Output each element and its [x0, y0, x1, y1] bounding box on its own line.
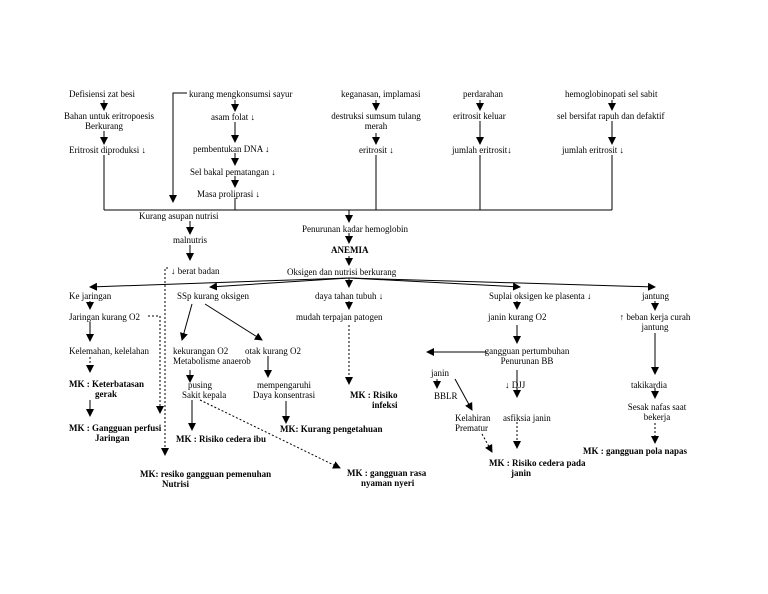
- node-suplai-oksigen-plasenta: Suplai oksigen ke plasenta ↓: [489, 291, 592, 301]
- node-penurunan-bb: Penurunan BB: [500, 356, 554, 366]
- node-bahan-line2: Berkurang: [85, 121, 123, 131]
- node-perdarahan: perdarahan: [463, 89, 503, 99]
- node-mempengaruhi: mempengaruhi: [257, 380, 311, 390]
- node-destruksi-sumsum: destruksi sumsum tulang merah: [326, 111, 426, 131]
- node-pusing: pusing: [188, 380, 213, 390]
- node-gangguan-line1: gangguan pertumbuhan: [484, 346, 570, 356]
- node-sesak-line1: Sesak nafas saat: [627, 402, 687, 412]
- node-beban-line1: ↑ beban kerja curah: [619, 312, 691, 322]
- node-kekurangan-line1: kekurangan O2: [173, 346, 229, 356]
- node-sesak-line2: bekerja: [643, 412, 671, 422]
- node-destruksi-line1: destruksi sumsum tulang: [331, 111, 421, 121]
- node-keganasan: keganasan, implamasi: [341, 89, 421, 99]
- node-asfiksia-janin: asfiksia janin: [503, 413, 551, 423]
- node-sel-bakal-pematangan: Sel bakal pematangan ↓: [190, 167, 276, 177]
- mk-risiko-cedera-janin: MK : Risiko cedera pada janin: [489, 458, 586, 478]
- node-janin: janin: [431, 368, 449, 378]
- node-destruksi-line2: merah: [364, 121, 388, 131]
- node-kelahiran: Kelahiran: [455, 413, 491, 423]
- node-kurang-asupan-nutrisi: Kurang asupan nutrisi: [139, 211, 219, 221]
- mk-kurang-pengetahuan: MK: Kurang pengetahuan: [280, 424, 383, 434]
- node-jaringan-kurang-o2: Jaringan kurang O2: [69, 312, 140, 322]
- mk-nutrisi-line1: MK: resiko gangguan pemenuhan: [140, 469, 272, 479]
- node-kekurangan-o2: kekurangan O2 Metabolisme anaerob: [173, 346, 251, 366]
- mk-keterbatasan-line2: gerak: [95, 389, 117, 399]
- mk-perfusi-line1: MK : Gangguan perfusi: [69, 423, 162, 433]
- node-gangguan-pertumbuhan: gangguan pertumbuhan Penurunan BB: [482, 346, 572, 366]
- node-ke-jaringan: Ke jaringan: [69, 291, 112, 301]
- node-mempengaruhi-konsentrasi: mempengaruhi Daya konsentrasi: [240, 380, 328, 400]
- node-sesak-nafas: Sesak nafas saat bekerja: [615, 402, 699, 422]
- node-janin-kurang-o2: janin kurang O2: [488, 312, 547, 322]
- mk-infeksi-line2: infeksi: [372, 400, 398, 410]
- node-jumlah-eritrosit-d: jumlah eritrosit↓: [452, 145, 512, 155]
- node-beban-line2: jantung: [641, 322, 669, 332]
- mk-cedera-janin-line1: MK : Risiko cedera pada: [489, 458, 586, 468]
- mk-risiko-infeksi: MK : Risiko infeksi: [350, 390, 398, 410]
- node-bblr: BBLR: [434, 391, 458, 401]
- node-eritrosit-c: eritrosit ↓: [359, 145, 394, 155]
- mk-keterbatasan-line1: MK : Keterbatasan: [69, 379, 144, 389]
- node-hemoglobinopati: hemoglobinopati sel sabit: [565, 89, 658, 99]
- mk-risiko-cedera-ibu: MK : Risiko cedera ibu: [176, 434, 266, 444]
- mk-perfusi-line2: Jaringan: [95, 433, 130, 443]
- mk-gangguan-rasa-nyaman: MK : gangguan rasa nyaman nyeri: [347, 468, 426, 488]
- node-djj: ↓ DJJ: [505, 380, 526, 390]
- mk-gangguan-perfusi: MK : Gangguan perfusi Jaringan: [69, 423, 161, 443]
- node-prematur: Prematur: [455, 423, 488, 433]
- node-takikardia: takikardia: [631, 380, 667, 390]
- node-jumlah-eritrosit-e: jumlah eritrosit ↓: [562, 145, 624, 155]
- node-daya-tahan-tubuh: daya tahan tubuh ↓: [315, 291, 384, 301]
- node-mudah-terpajan-patogen: mudah terpajan patogen: [296, 312, 383, 322]
- node-penurunan-hemoglobin: Penurunan kadar hemoglobin: [302, 224, 408, 234]
- mk-rasa-line1: MK : gangguan rasa: [347, 468, 427, 478]
- node-oksigen-nutrisi-berkurang: Oksigen dan nutrisi berkurang: [287, 267, 397, 277]
- mk-nutrisi-line2: Nutrisi: [162, 479, 189, 489]
- node-sakit-kepala: Sakit kepala: [182, 390, 227, 400]
- node-kelahiran-prematur: Kelahiran Prematur: [455, 413, 490, 433]
- mk-rasa-line2: nyaman nyeri: [361, 478, 415, 488]
- mk-resiko-gangguan-nutrisi: MK: resiko gangguan pemenuhan Nutrisi: [140, 469, 271, 489]
- node-asam-folat: asam folat ↓: [211, 112, 255, 122]
- node-pembentukan-dna: pembentukan DNA ↓: [193, 144, 270, 154]
- node-berat-badan: ↓ berat badan: [171, 266, 220, 276]
- node-malnutris: malnutris: [173, 235, 207, 245]
- node-kurang-konsumsi-sayur: kurang mengkonsumsi sayur: [189, 89, 293, 99]
- node-metabolisme-anaerob: Metabolisme anaerob: [173, 356, 251, 366]
- node-kelemahan-kelelahan: Kelemahan, kelelahan: [69, 346, 149, 356]
- mk-keterbatasan-gerak: MK : Keterbatasan gerak: [69, 379, 144, 399]
- node-eritrosit-diproduksi: Eritrosit diproduksi ↓: [69, 145, 146, 155]
- node-daya-konsentrasi: Daya konsentrasi: [252, 390, 316, 400]
- node-jantung: jantung: [642, 291, 669, 301]
- mk-infeksi-line1: MK : Risiko: [350, 390, 398, 400]
- node-eritrosit-keluar: eritrosit keluar: [453, 111, 506, 121]
- node-pusing-sakit-kepala: pusing Sakit kepala: [182, 380, 226, 400]
- node-otak-kurang-o2: otak kurang O2: [245, 346, 301, 356]
- mk-cedera-janin-line2: janin: [511, 468, 532, 478]
- node-defisiensi-zat-besi: Defisiensi zat besi: [69, 89, 135, 99]
- node-anemia: ANEMIA: [331, 245, 369, 255]
- node-bahan-eritropoesis: Bahan untuk eritropoesis Berkurang: [64, 111, 154, 131]
- node-masa-proliferasi: Masa proliprasi ↓: [197, 189, 260, 199]
- node-beban-kerja-jantung: ↑ beban kerja curah jantung: [605, 312, 705, 332]
- node-bahan-line1: Bahan untuk eritropoesis: [64, 111, 154, 121]
- mk-gangguan-pola-napas: MK : gangguan pola napas: [583, 446, 688, 456]
- node-sel-bersifat-rapuh: sel bersifat rapuh dan defaktif: [557, 111, 665, 121]
- node-ssp-kurang-oksigen: SSp kurang oksigen: [177, 291, 249, 301]
